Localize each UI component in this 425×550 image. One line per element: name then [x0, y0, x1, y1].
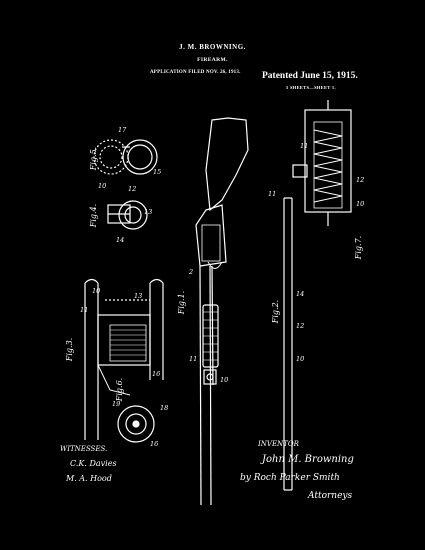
attorneys-label: Attorneys: [308, 491, 353, 501]
ref-11-fig2: 11: [268, 190, 277, 198]
ref-12: 12: [128, 185, 137, 193]
inventor-signature: John M. Browning: [262, 454, 354, 465]
patented-date: Patented June 15, 1915.: [262, 71, 358, 81]
fig4-label: Fig.4.: [89, 203, 99, 228]
fig7-label: Fig.7.: [354, 235, 364, 260]
ref-17: 17: [118, 126, 127, 134]
ref-16-fig3: 16: [152, 370, 161, 378]
ref-11-fig3: 11: [80, 306, 89, 314]
fig2-magazine-tube: [283, 197, 293, 491]
inventor-name-header: J. M. BROWNING.: [179, 43, 246, 51]
ref-13: 13: [144, 208, 153, 216]
fig5-ring-parts: [93, 139, 158, 175]
ref-14-fig2: 14: [296, 290, 305, 298]
witness-signature-1: C.K. Davies: [70, 459, 117, 468]
ref-10: 10: [98, 182, 107, 190]
ref-10-fig1: 10: [220, 376, 229, 384]
fig1-label: Fig.1.: [177, 290, 187, 315]
fig5-label: Fig.5.: [89, 146, 99, 171]
fig2-label: Fig.2.: [271, 299, 281, 324]
ref-2-fig1: 2: [189, 268, 194, 276]
attorney-signature: by Roch Parker Smith: [240, 473, 340, 483]
fig3-label: Fig.3.: [65, 337, 75, 362]
fig3-barrel-section: [84, 278, 164, 440]
ref-19-fig6: 19: [112, 400, 121, 408]
witness-signature-2: M. A. Hood: [66, 474, 112, 483]
fig7-spring-assembly: [292, 100, 352, 226]
ref-16-fig6: 16: [150, 440, 159, 448]
fig1-rifle: [195, 117, 249, 506]
fig6-label: Fig.6.: [115, 377, 125, 402]
ref-12-fig2: 12: [296, 322, 305, 330]
ref-11-fig7: 11: [300, 142, 309, 150]
ref-10-fig3: 10: [92, 287, 101, 295]
ref-15: 15: [153, 168, 162, 176]
ref-11-fig1: 11: [189, 355, 198, 363]
sheet-count: 5 SHEETS—SHEET 1.: [286, 85, 336, 90]
inventor-label: INVENTOR: [258, 440, 299, 448]
ref-14: 14: [116, 236, 125, 244]
witnesses-label: WITNESSES.: [60, 445, 108, 453]
ref-10-fig7: 10: [356, 200, 365, 208]
fig4-clamp-part: [107, 200, 148, 230]
fig6-disc-part: [117, 405, 155, 443]
patent-title: FIREARM.: [197, 57, 228, 63]
ref-18-fig6: 18: [160, 404, 169, 412]
application-filed-date: APPLICATION FILED NOV. 26, 1913.: [150, 70, 241, 75]
ref-10-fig2: 10: [296, 355, 305, 363]
ref-13-fig3: 13: [134, 292, 143, 300]
ref-12-fig7: 12: [356, 176, 365, 184]
